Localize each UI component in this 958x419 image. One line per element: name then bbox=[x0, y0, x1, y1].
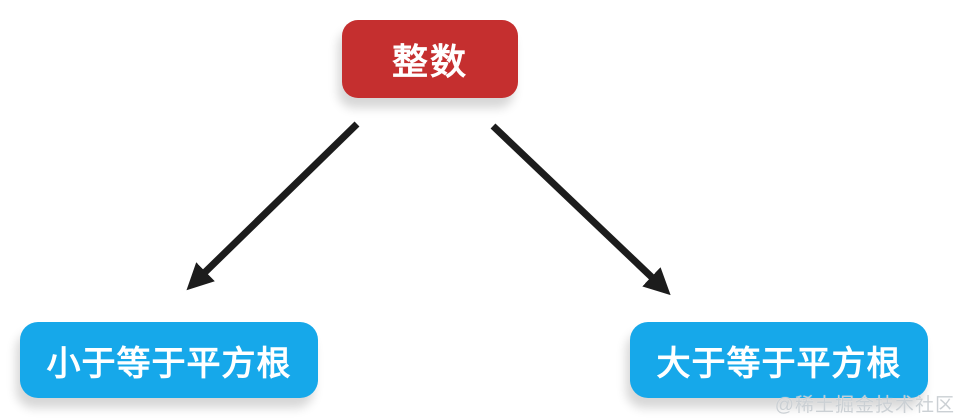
node-root: 整数 bbox=[342, 20, 518, 98]
node-child-right: 大于等于平方根 bbox=[630, 322, 928, 398]
node-child-left: 小于等于平方根 bbox=[20, 322, 318, 398]
arrow-root-to-right-icon bbox=[490, 123, 671, 296]
watermark: @稀土掘金技术社区 bbox=[774, 395, 955, 416]
arrow-root-to-left-icon bbox=[186, 121, 360, 291]
node-child-left-label: 小于等于平方根 bbox=[46, 344, 292, 383]
node-child-right-label: 大于等于平方根 bbox=[656, 344, 902, 383]
node-root-label: 整数 bbox=[391, 41, 468, 82]
